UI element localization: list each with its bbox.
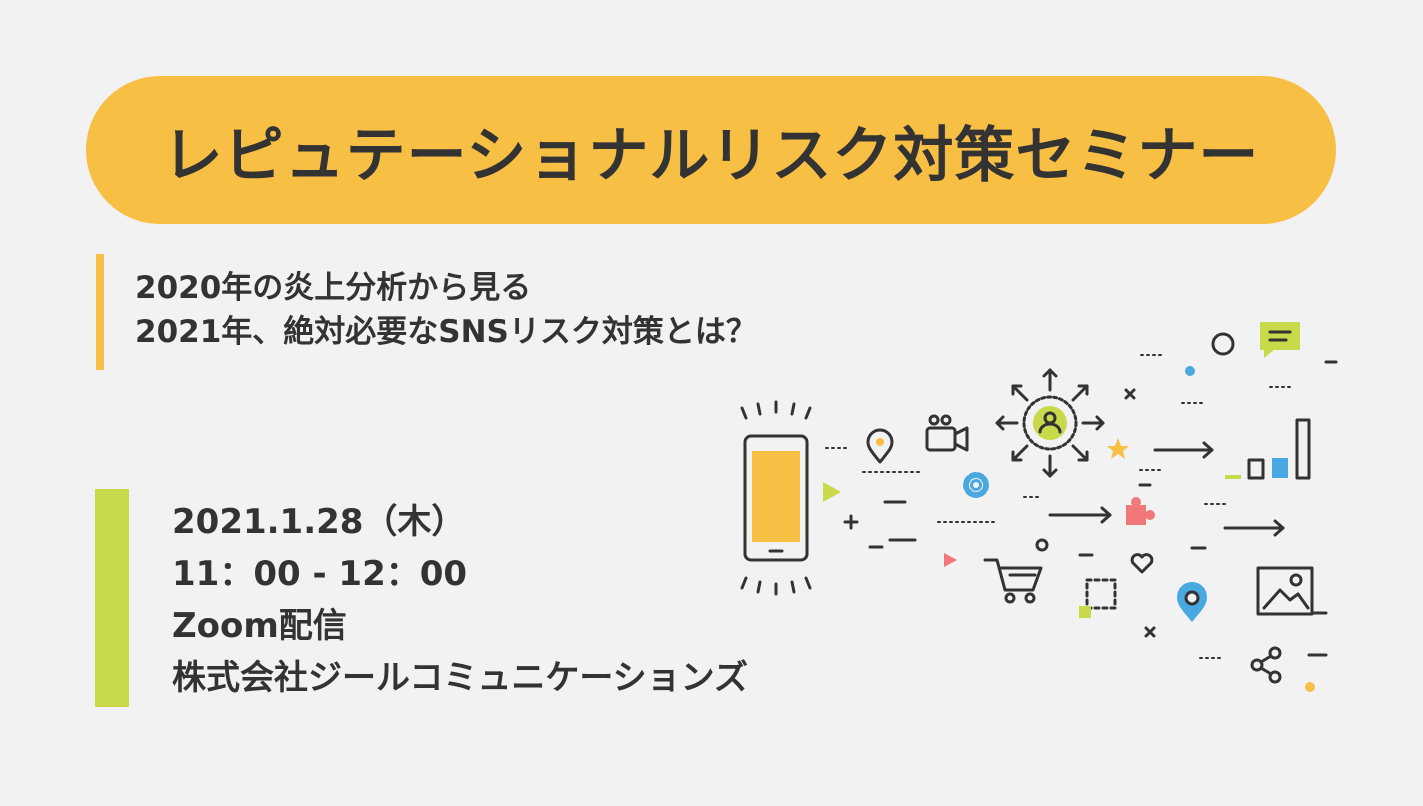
close-icon [1144, 626, 1156, 638]
event-info: 2021.1.28（木） 11：00 - 12：00 Zoom配信 株式会社ジー… [172, 496, 748, 704]
info-accent-bar [95, 489, 129, 707]
event-date: 2021.1.28（木） [172, 502, 466, 542]
plus-icon [843, 514, 859, 530]
smartphone-icon [740, 400, 812, 596]
dot-icon [1305, 682, 1315, 692]
heart-icon [1130, 553, 1154, 574]
subtitle-line-2: 2021年、絶対必要なSNSリスク対策とは？ [135, 314, 757, 350]
video-camera-icon [925, 414, 969, 452]
social-media-illustration [740, 322, 1338, 692]
share-icon [1250, 646, 1282, 684]
event-time: 11：00 - 12：00 [172, 554, 468, 594]
location-pin-icon [1177, 582, 1207, 622]
arrow-right-icon [1223, 519, 1285, 537]
decorative-dots [825, 354, 1291, 659]
image-icon [1256, 566, 1314, 616]
star-icon [1107, 438, 1129, 459]
arrow-right-icon [1153, 441, 1214, 459]
close-icon [1124, 388, 1136, 400]
subtitle-accent-bar [96, 254, 104, 370]
circle-icon [1035, 538, 1049, 552]
location-pin-icon [866, 428, 894, 464]
page-title: レピュテーショナルリスク対策セミナー [162, 120, 1260, 191]
subtitle: 2020年の炎上分析から見る 2021年、絶対必要なSNSリスク対策とは？ [135, 266, 757, 354]
user-network-icon [995, 368, 1105, 478]
play-icon [823, 482, 841, 502]
subtitle-line-1: 2020年の炎上分析から見る [135, 270, 532, 306]
title-banner: レピュテーショナルリスク対策セミナー [86, 76, 1336, 224]
selection-box-icon [1079, 578, 1117, 618]
puzzle-icon [1126, 497, 1155, 525]
play-icon [944, 553, 957, 567]
shopping-cart-icon [983, 558, 1043, 604]
circle-icon [1211, 332, 1235, 356]
chat-bubble-icon [1260, 322, 1300, 358]
dot-icon [1185, 366, 1195, 376]
arrow-right-icon [1048, 506, 1112, 524]
gear-icon [963, 472, 989, 498]
event-organizer: 株式会社ジールコミュニケーションズ [172, 658, 748, 698]
bar-chart-icon [1225, 418, 1311, 480]
event-venue: Zoom配信 [172, 606, 347, 646]
decorative-dashes [868, 360, 1338, 657]
